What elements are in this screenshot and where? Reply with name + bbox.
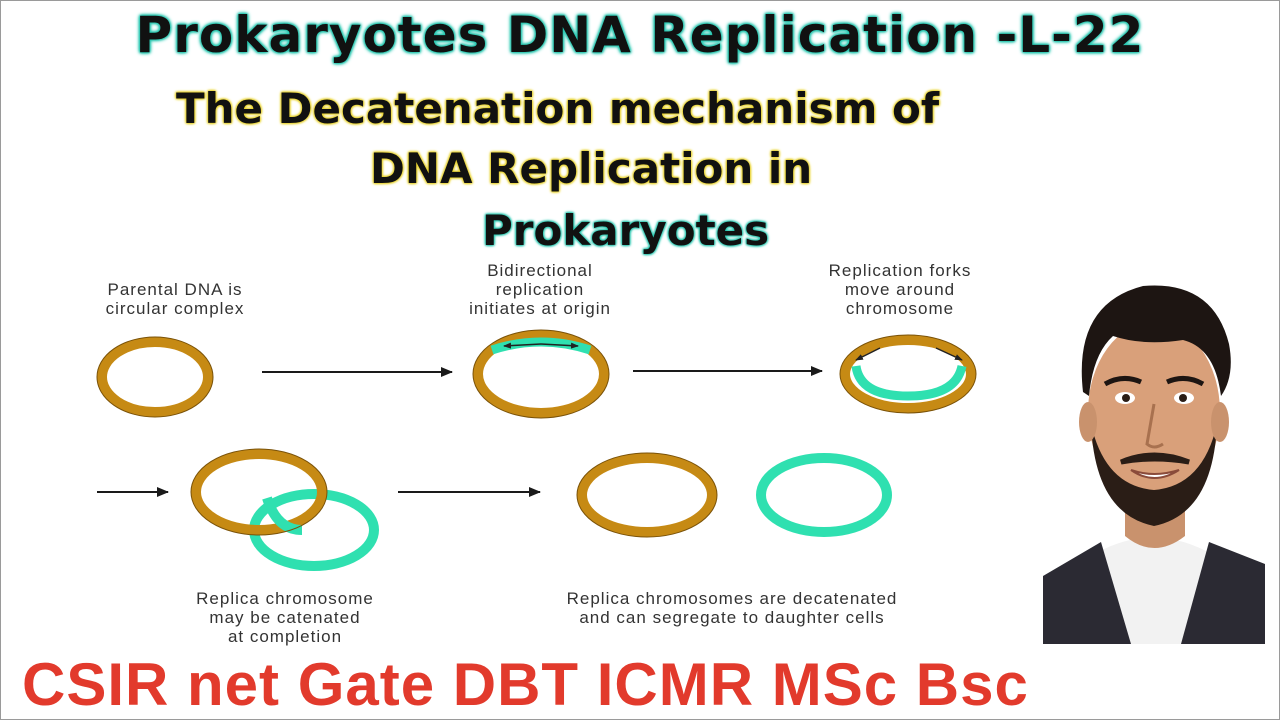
- replica-strand: [851, 364, 967, 401]
- step-caption-forks: Replication forks move around chromosome: [790, 261, 1010, 318]
- caption-line: circular complex: [105, 299, 245, 318]
- caption-line: chromosome: [845, 299, 955, 318]
- caption-line: and can segregate to daughter cells: [579, 608, 885, 627]
- parental-ring: [191, 449, 327, 535]
- caption-line: move around: [844, 280, 956, 299]
- parental-ring-outline: [472, 329, 610, 419]
- ear-right: [1211, 402, 1229, 442]
- parental-ring-outline: [576, 452, 718, 538]
- replica-strand: [490, 337, 592, 355]
- fork-direction-icon: [503, 342, 542, 349]
- eyebrow-left: [1103, 376, 1143, 387]
- step-caption-parental: Parental DNA is circular complex: [70, 280, 280, 318]
- eyebrow-right: [1165, 376, 1205, 387]
- fork-direction-icon: [540, 342, 579, 349]
- caption-line: Bidirectional: [487, 261, 593, 280]
- smile: [1130, 469, 1180, 479]
- parental-ring-outline: [190, 448, 328, 536]
- replication-diagram: [96, 329, 977, 571]
- fork-direction-icon: [935, 347, 963, 361]
- caption-line: Replica chromosome: [196, 589, 374, 608]
- parental-ring: [97, 337, 213, 417]
- jacket-right: [1181, 542, 1265, 644]
- mustache: [1120, 452, 1190, 465]
- jacket-left: [1043, 542, 1131, 644]
- parental-ring: [577, 453, 717, 537]
- subtitle-line-1: The Decatenation mechanism of: [176, 84, 940, 133]
- ear-left: [1079, 402, 1097, 442]
- caption-line: replication: [495, 280, 585, 299]
- caption-line: Parental DNA is: [107, 280, 243, 299]
- parental-ring-outline: [96, 336, 214, 418]
- parental-ring: [840, 335, 976, 413]
- nose: [1145, 403, 1164, 449]
- instructor-portrait: [1043, 264, 1265, 644]
- parental-ring: [473, 330, 609, 418]
- pupil-left: [1122, 394, 1130, 402]
- caption-line: initiates at origin: [469, 299, 611, 318]
- step-caption-decatenated: Replica chromosomes are decatenated and …: [482, 589, 982, 627]
- hair: [1081, 285, 1231, 396]
- step-caption-catenated: Replica chromosome may be catenated at c…: [150, 589, 420, 646]
- caption-line: may be catenated: [209, 608, 361, 627]
- subtitle-line-2: DNA Replication in: [370, 144, 813, 193]
- beard: [1091, 424, 1217, 526]
- exam-tags: CSIR net Gate DBT ICMR MSc Bsc: [22, 651, 1029, 718]
- caption-line: Replica chromosomes are decatenated: [566, 589, 898, 608]
- caption-line: Replication forks: [828, 261, 972, 280]
- replica-ring-overlap: [262, 496, 303, 535]
- page-title: Prokaryotes DNA Replication -L-22: [135, 6, 1145, 64]
- caption-line: at completion: [227, 627, 343, 646]
- replica-ring: [756, 453, 892, 537]
- subtitle-line-3: Prokaryotes: [482, 206, 770, 255]
- parental-ring-outline: [839, 334, 977, 414]
- pupil-right: [1179, 394, 1187, 402]
- step-caption-bidirectional: Bidirectional replication initiates at o…: [430, 261, 650, 318]
- fork-direction-icon: [855, 347, 881, 361]
